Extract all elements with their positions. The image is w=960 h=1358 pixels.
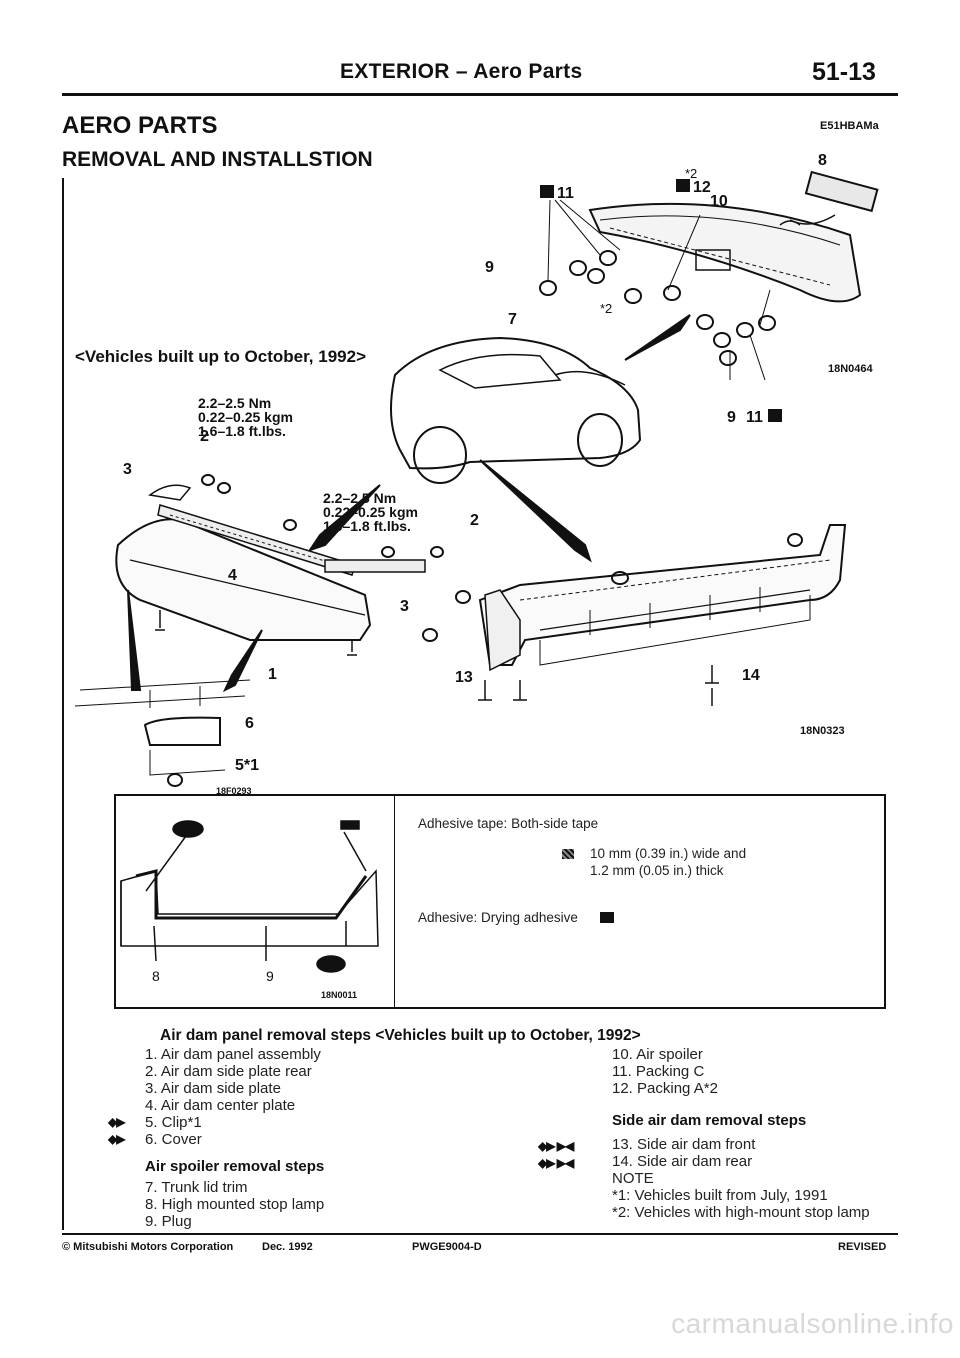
document-code: E51HBAMa [820, 120, 879, 132]
svg-text:1.6–1.8 ft.lbs.: 1.6–1.8 ft.lbs. [198, 423, 286, 439]
list-item: 11. Packing C [612, 1063, 705, 1080]
air-spoiler-parts-list: 10. Air spoiler 11. Packing C 12. Packin… [612, 1046, 718, 1097]
footer-doc-number: PWGE9004-D [412, 1241, 482, 1253]
svg-text:1.6–1.8 ft.lbs.: 1.6–1.8 ft.lbs. [323, 518, 411, 534]
cover-part [143, 716, 221, 746]
svg-text:*2: *2 [600, 301, 612, 316]
section-subtitle: REMOVAL AND INSTALLSTION [62, 148, 373, 171]
list-item: 8. High mounted stop lamp [145, 1196, 325, 1213]
tape-spec-1: 10 mm (0.39 in.) wide and [590, 846, 747, 861]
svg-text:13: 13 [455, 669, 473, 686]
side-air-dam-steps-list: 13. Side air dam front 14. Side air dam … [612, 1136, 870, 1221]
tape-swatch-icon [562, 849, 574, 859]
list-item: 4. Air dam center plate [145, 1097, 296, 1114]
air-spoiler [588, 202, 862, 303]
figure-code: 18N0011 [321, 990, 357, 1000]
adhesive-label: Adhesive: Drying adhesive [418, 910, 578, 925]
air-spoiler-steps-list: 7. Trunk lid trim 8. High mounted stop l… [145, 1179, 324, 1230]
list-item: 2. Air dam side plate rear [145, 1063, 312, 1080]
list-item: 14. Side air dam rear [612, 1153, 753, 1170]
figure-code: 18F0293 [216, 786, 252, 796]
svg-text:9: 9 [727, 409, 736, 426]
tape-spec-2: 1.2 mm (0.05 in.) thick [590, 863, 724, 878]
note-title: NOTE [612, 1170, 654, 1187]
list-item: 12. Packing A*2 [612, 1080, 718, 1097]
air-dam-panel [115, 518, 372, 641]
svg-text:6: 6 [245, 715, 254, 732]
note-item: *1: Vehicles built from July, 1991 [612, 1187, 828, 1204]
svg-text:2.2–2.5 Nm: 2.2–2.5 Nm [198, 395, 271, 411]
svg-text:3: 3 [400, 598, 409, 615]
svg-text:12: 12 [693, 179, 711, 196]
svg-text:*2: *2 [685, 166, 697, 181]
watermark: carmanualsonline.info [671, 1308, 954, 1339]
list-item: 1. Air dam panel assembly [145, 1046, 321, 1063]
footer-rule [62, 1233, 898, 1235]
tape-label: Adhesive tape: Both-side tape [418, 816, 599, 831]
air-dam-steps-list: 1. Air dam panel assembly 2. Air dam sid… [145, 1046, 321, 1148]
variant-label: <Vehicles built up to October, 1992> [75, 347, 366, 366]
list-item: 13. Side air dam front [612, 1136, 756, 1153]
page-title: AERO PARTS [62, 112, 218, 139]
footer-date: Dec. 1992 [262, 1241, 313, 1253]
svg-text:0.22–0.25 kgm: 0.22–0.25 kgm [323, 504, 418, 520]
car-silhouette [390, 336, 642, 470]
svg-text:8: 8 [818, 152, 827, 169]
svg-text:7: 7 [508, 311, 517, 328]
svg-text:4: 4 [228, 567, 237, 584]
list-item: 3. Air dam side plate [145, 1080, 281, 1097]
service-point-marker-icon: ◆▶ ▶◀ [538, 1139, 574, 1153]
adhesive-detail-diagram: 8 9 18N0011 [120, 820, 379, 1000]
figure-code: 18N0323 [800, 725, 845, 737]
svg-text:0.22–0.25 kgm: 0.22–0.25 kgm [198, 409, 293, 425]
footer-status: REVISED [838, 1241, 887, 1253]
list-item: 5. Clip*1 [145, 1114, 202, 1131]
svg-text:10: 10 [710, 193, 728, 210]
svg-text:11: 11 [746, 409, 763, 426]
svg-text:14: 14 [742, 667, 760, 684]
n-marker-icon [540, 179, 782, 422]
footer-copyright: © Mitsubishi Motors Corporation [62, 1241, 234, 1253]
svg-text:3: 3 [123, 461, 132, 478]
svg-text:2: 2 [470, 512, 479, 529]
plug-group [539, 250, 776, 366]
svg-text:5*1: 5*1 [235, 757, 259, 774]
header-rule [62, 93, 898, 96]
svg-text:2.2–2.5 Nm: 2.2–2.5 Nm [323, 490, 396, 506]
svg-text:11: 11 [557, 185, 574, 202]
air-spoiler-steps-title: Air spoiler removal steps [145, 1158, 325, 1175]
left-margin-rule [62, 178, 64, 1230]
side-air-dam-steps-title: Side air dam removal steps [612, 1112, 807, 1129]
list-item: 9. Plug [145, 1213, 192, 1230]
service-point-marker-icon: ◆▶ ▶◀ [538, 1156, 574, 1170]
svg-text:8: 8 [152, 968, 160, 984]
page-number: 51-13 [812, 58, 876, 86]
section-header: EXTERIOR – Aero Parts [340, 60, 583, 83]
service-point-marker-icon: ◆▶ [108, 1132, 125, 1146]
list-item: 6. Cover [145, 1131, 202, 1148]
svg-text:1: 1 [268, 666, 277, 683]
exploded-parts-diagram: <Vehicles built up to October, 1992> 2.2… [74, 152, 879, 796]
list-item: 7. Trunk lid trim [145, 1179, 248, 1196]
side-air-dam [478, 524, 847, 666]
air-dam-steps-title: Air dam panel removal steps <Vehicles bu… [160, 1027, 641, 1044]
note-box-divider [394, 794, 395, 1007]
service-point-marker-icon: ◆▶ [108, 1115, 125, 1129]
svg-text:2: 2 [200, 428, 209, 445]
high-mounted-stop-lamp [804, 170, 879, 213]
note-item: *2: Vehicles with high-mount stop lamp [612, 1204, 870, 1221]
adhesive-swatch-icon [600, 912, 614, 923]
figure-code: 18N0464 [828, 363, 874, 375]
svg-text:9: 9 [485, 259, 494, 276]
svg-text:9: 9 [266, 968, 274, 984]
list-item: 10. Air spoiler [612, 1046, 703, 1063]
adhesive-note-box [114, 794, 886, 1009]
